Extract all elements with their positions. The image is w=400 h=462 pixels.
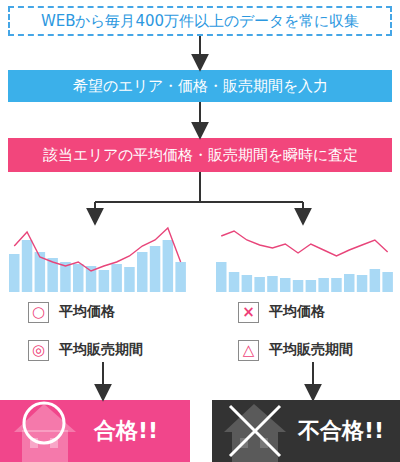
assessment-box: 該当エリアの平均価格・販売期間を瞬時に査定 bbox=[8, 138, 392, 172]
chart-bar bbox=[293, 280, 304, 292]
rating-symbol: ○ bbox=[28, 302, 49, 323]
chart-bar bbox=[344, 274, 355, 292]
chart-bar bbox=[35, 252, 46, 292]
box-label: 不合格!! bbox=[298, 416, 384, 446]
bad-chart bbox=[216, 231, 393, 292]
pass-box: 合格!! bbox=[0, 400, 190, 462]
criterion-label: 平均販売期間 bbox=[59, 341, 143, 359]
flow-arrow bbox=[312, 362, 314, 400]
box-label: 合格!! bbox=[94, 416, 158, 446]
chart-bar bbox=[318, 278, 329, 292]
house-body bbox=[22, 430, 68, 462]
chart-bar bbox=[111, 264, 122, 292]
chart-line bbox=[221, 231, 387, 256]
criterion-label: 平均価格 bbox=[269, 303, 325, 321]
criterion-row: × 平均価格 bbox=[238, 300, 388, 324]
chart-bar bbox=[254, 277, 265, 292]
rating-symbol: ◎ bbox=[28, 340, 49, 361]
house-window bbox=[240, 438, 248, 448]
chart-bar bbox=[229, 272, 240, 292]
rating-symbol: × bbox=[238, 302, 259, 323]
chart-bar bbox=[47, 258, 58, 292]
good-chart bbox=[9, 228, 186, 292]
chart-bar bbox=[73, 264, 84, 292]
chart-bar bbox=[216, 262, 227, 292]
flow-arrow bbox=[199, 102, 201, 138]
chart-bar bbox=[22, 240, 33, 292]
house-window bbox=[50, 438, 58, 448]
house-window bbox=[260, 438, 268, 448]
input-box: 希望のエリア・価格・販売期間を入力 bbox=[8, 70, 392, 102]
house-body bbox=[232, 430, 278, 462]
chart-bar bbox=[280, 278, 291, 292]
criterion-row: △ 平均販売期間 bbox=[238, 338, 388, 362]
chart-bar bbox=[242, 275, 253, 292]
pass-house bbox=[14, 403, 76, 462]
pass-circle bbox=[24, 403, 64, 443]
split-branch bbox=[302, 202, 304, 224]
house-roof bbox=[224, 404, 286, 432]
box-label: WEBから毎月400万件以上のデータを常に収集 bbox=[41, 12, 359, 31]
criterion-row: ○ 平均価格 bbox=[28, 300, 178, 324]
flow-arrow bbox=[199, 36, 201, 70]
fail-cross bbox=[230, 406, 280, 456]
chart-bar bbox=[306, 280, 317, 292]
fail-box: 不合格!! bbox=[212, 400, 400, 462]
house-window bbox=[30, 438, 38, 448]
flow-arrow bbox=[102, 362, 104, 400]
chart-bar bbox=[357, 275, 368, 292]
criterion-label: 平均販売期間 bbox=[269, 341, 353, 359]
chart-bar bbox=[86, 266, 97, 292]
chart-bar bbox=[382, 272, 393, 292]
house-roof bbox=[14, 404, 76, 432]
chart-bar bbox=[150, 246, 161, 292]
split-branch bbox=[94, 202, 96, 224]
split-arrow bbox=[95, 172, 303, 224]
rating-symbol: △ bbox=[238, 340, 259, 361]
fail-house bbox=[224, 404, 286, 462]
criterion-label: 平均価格 bbox=[59, 303, 115, 321]
chart-bar bbox=[163, 240, 174, 292]
box-label: 希望のエリア・価格・販売期間を入力 bbox=[73, 77, 328, 96]
box-label: 該当エリアの平均価格・販売期間を瞬時に査定 bbox=[43, 146, 358, 165]
chart-line bbox=[14, 228, 180, 271]
chart-bar bbox=[60, 262, 70, 292]
chart-bar bbox=[9, 254, 20, 292]
source-box: WEBから毎月400万件以上のデータを常に収集 bbox=[8, 6, 392, 36]
chart-bar bbox=[267, 276, 278, 292]
chart-bar bbox=[137, 252, 148, 292]
chart-bar bbox=[175, 262, 186, 292]
chart-bar bbox=[331, 278, 342, 292]
criterion-row: ◎ 平均販売期間 bbox=[28, 338, 178, 362]
split-line bbox=[95, 172, 303, 202]
chart-bar bbox=[99, 270, 110, 292]
chart-bar bbox=[124, 267, 135, 292]
chart-bar bbox=[370, 269, 381, 292]
